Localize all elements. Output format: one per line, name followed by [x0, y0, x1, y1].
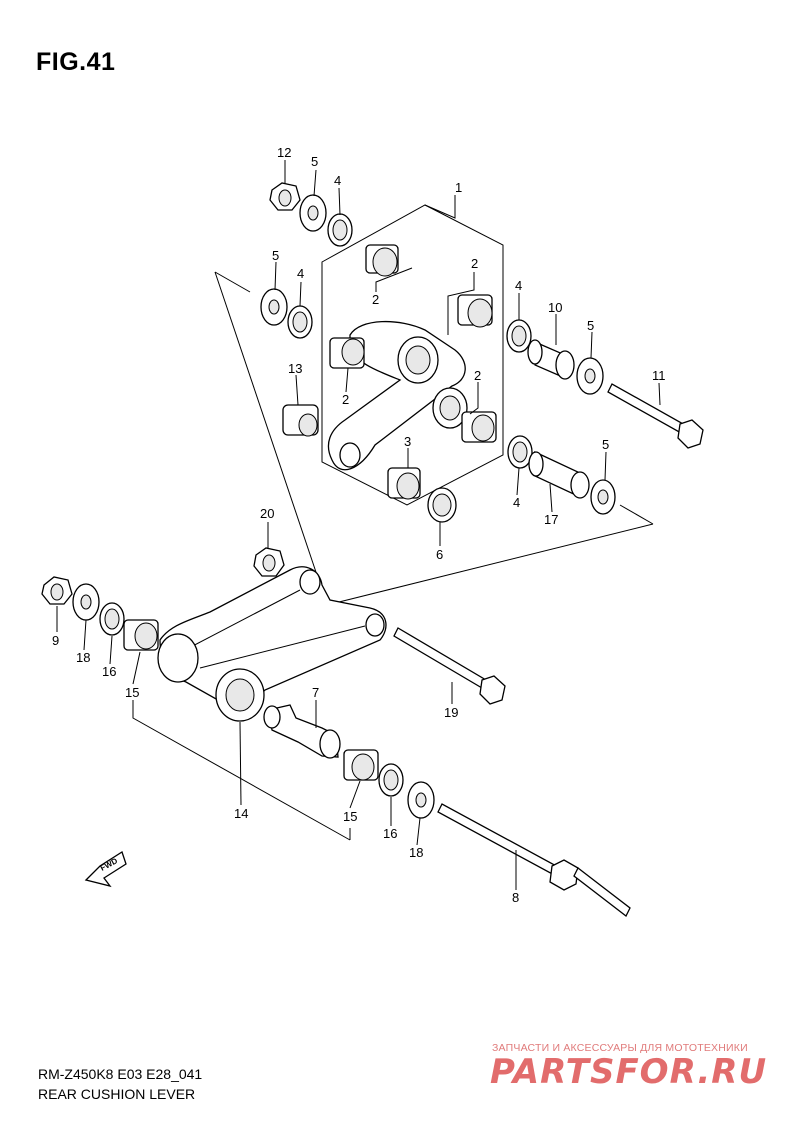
bolt-11 — [607, 383, 704, 449]
callout-8: 8 — [512, 890, 519, 905]
callout-1: 1 — [455, 180, 462, 195]
callout-6: 6 — [436, 547, 443, 562]
callout-2: 2 — [342, 392, 349, 407]
bolt-19 — [393, 627, 506, 705]
oil-seal-4-left — [287, 305, 313, 339]
leader-line — [214, 271, 251, 293]
nut-20 — [253, 547, 285, 577]
callout-18: 18 — [76, 650, 90, 665]
leader-lines — [56, 160, 661, 890]
needle-bearing-15-left — [123, 619, 159, 651]
leader-line — [132, 700, 351, 841]
washer-5-lower — [590, 479, 616, 515]
needle-bearing-2b — [457, 294, 493, 328]
spacer-13 — [282, 404, 319, 437]
callout-3: 3 — [404, 434, 411, 449]
callout-labels: 1 2 2 2 2 3 4 4 4 4 5 5 5 5 6 7 8 9 10 1… — [52, 145, 666, 905]
callout-5: 5 — [311, 154, 318, 169]
callout-14: 14 — [234, 806, 248, 821]
spacer-7 — [263, 704, 341, 759]
needle-bearing-15-right — [343, 749, 379, 781]
needle-bearing-3 — [387, 467, 421, 500]
callout-20: 20 — [260, 506, 274, 521]
watermark-brand: PARTSFOR.RU — [490, 1052, 768, 1092]
callout-11: 11 — [652, 368, 666, 383]
callout-16: 16 — [383, 826, 397, 841]
washer-5-right — [576, 357, 604, 395]
oil-seal-6 — [427, 487, 457, 523]
oil-seal-16-right — [378, 763, 404, 797]
oil-seal-16-left — [99, 602, 125, 636]
callout-16: 16 — [102, 664, 116, 679]
nut-12 — [269, 182, 301, 211]
needle-bearing-2c — [329, 337, 365, 369]
fwd-arrow-icon: FWD — [84, 851, 127, 888]
needle-bearing-2a — [365, 244, 399, 277]
callout-4: 4 — [297, 266, 304, 281]
callout-2: 2 — [474, 368, 481, 383]
figure-title: FIG.41 — [36, 48, 116, 76]
callout-18: 18 — [409, 845, 423, 860]
callout-7: 7 — [312, 685, 319, 700]
callout-4: 4 — [515, 278, 522, 293]
oil-seal-4-right — [506, 319, 532, 353]
bolt-8 — [437, 803, 631, 917]
spacer-17 — [528, 450, 590, 499]
callout-17: 17 — [544, 512, 558, 527]
spacer-10 — [527, 339, 575, 380]
nut-9 — [41, 576, 73, 605]
cushion-rod-14 — [157, 566, 387, 722]
model-code: RM-Z450K8 E03 E28_041 — [38, 1066, 203, 1082]
washer-5-left — [260, 288, 288, 326]
assembly-name: REAR CUSHION LEVER — [38, 1086, 196, 1102]
washer-18-left — [72, 583, 100, 621]
leader-line — [619, 504, 654, 525]
callout-19: 19 — [444, 705, 458, 720]
callout-15: 15 — [343, 809, 357, 824]
oil-seal-4-lower — [507, 435, 533, 469]
washer-18-right — [407, 781, 435, 819]
needle-bearing-2d — [461, 411, 497, 443]
callout-5: 5 — [272, 248, 279, 263]
leader-line — [214, 271, 323, 591]
callout-2: 2 — [471, 256, 478, 271]
callout-15: 15 — [125, 685, 139, 700]
watermark-tagline: ЗАПЧАСТИ И АКСЕССУАРЫ ДЛЯ МОТОТЕХНИКИ — [492, 1042, 748, 1054]
leader-line — [334, 523, 654, 604]
callout-9: 9 — [52, 633, 59, 648]
washer-5-top — [299, 194, 327, 232]
callout-12: 12 — [277, 145, 291, 160]
callout-2: 2 — [372, 292, 379, 307]
callout-4: 4 — [334, 173, 341, 188]
callout-5: 5 — [587, 318, 594, 333]
callout-13: 13 — [288, 361, 302, 376]
oil-seal-4-top — [327, 213, 353, 247]
callout-5: 5 — [602, 437, 609, 452]
callout-10: 10 — [548, 300, 562, 315]
callout-4: 4 — [513, 495, 520, 510]
